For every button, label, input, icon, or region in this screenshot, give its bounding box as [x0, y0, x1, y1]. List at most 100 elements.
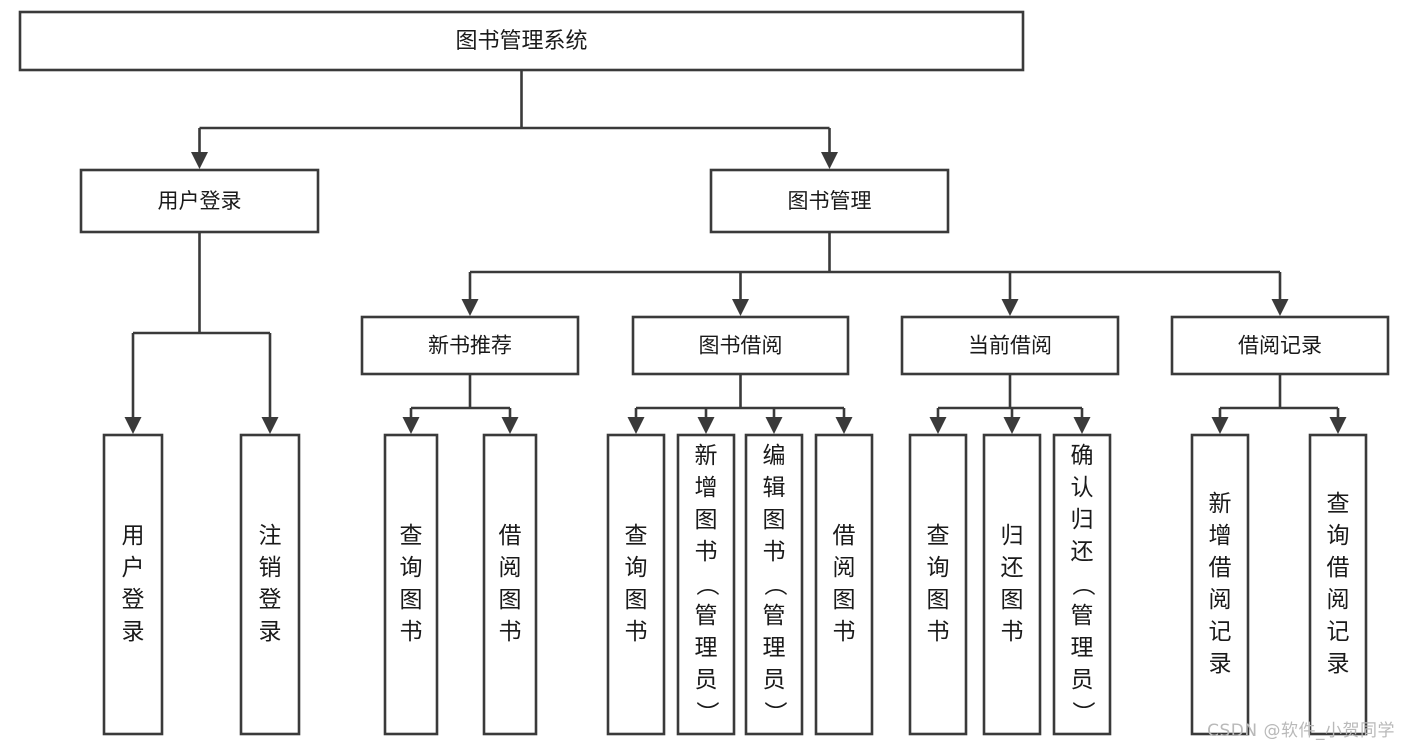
node-label-leaf-rec-borrow-book-char-3: 书 [499, 619, 522, 645]
edge-group-root [191, 70, 838, 169]
node-user-login[interactable]: 用户登录 [79, 168, 320, 234]
node-label-leaf-cur-confirm-return-char-5: 管 [1071, 603, 1094, 629]
node-box-leaf-user-logout[interactable] [239, 433, 301, 736]
node-label-leaf-cur-query-book-char-3: 书 [927, 619, 950, 645]
node-label-leaf-rec-query-record-char-5: 录 [1327, 651, 1350, 677]
node-label-leaf-user-login-char-3: 录 [122, 619, 145, 645]
node-label-leaf-cur-confirm-return-char-0: 确 [1071, 443, 1094, 469]
node-label-leaf-borrow-add-book-char-7: 员 [695, 667, 718, 693]
node-borrow-record[interactable]: 借阅记录 [1170, 315, 1390, 376]
node-label-leaf-borrow-edit-book-char-1: 辑 [763, 475, 786, 501]
node-book-manage[interactable]: 图书管理 [709, 168, 950, 234]
node-root[interactable]: 图书管理系统 [18, 10, 1025, 72]
node-label-leaf-rec-query-book-char-3: 书 [400, 619, 423, 645]
node-box-current-borrow[interactable] [900, 315, 1120, 376]
node-label-leaf-rec-add-record-char-3: 阅 [1209, 587, 1232, 613]
node-box-user-login[interactable] [79, 168, 320, 234]
arrow-to-leaf-borrow-borrow-book [835, 417, 853, 434]
node-label-new-book-recommend: 新书推荐 [428, 334, 512, 358]
arrow-to-leaf-user-login [124, 417, 142, 434]
node-label-leaf-cur-query-book-char-2: 图 [927, 587, 950, 613]
edge-group-current-borrow [929, 374, 1091, 434]
arrow-to-book-borrow [732, 299, 749, 316]
node-label-leaf-rec-add-record-char-4: 记 [1209, 619, 1232, 645]
arrow-to-leaf-borrow-edit-book [765, 417, 783, 434]
node-box-leaf-rec-query-book[interactable] [383, 433, 439, 736]
node-book-borrow[interactable]: 图书借阅 [631, 315, 850, 376]
node-box-leaf-cur-return-book[interactable] [982, 433, 1042, 736]
node-leaf-user-login[interactable]: 用户登录 [102, 433, 164, 736]
node-label-leaf-user-login-char-0: 用 [122, 523, 145, 549]
node-label-leaf-borrow-query-book-char-2: 图 [625, 587, 648, 613]
node-label-leaf-rec-add-record-char-2: 借 [1209, 555, 1232, 581]
node-label-leaf-borrow-query-book-char-0: 查 [625, 523, 648, 549]
edge-group-book-borrow [627, 374, 853, 434]
node-label-leaf-user-logout-char-0: 注 [259, 523, 282, 549]
node-label-leaf-borrow-edit-book-char-3: 书 [763, 539, 786, 565]
node-label-root: 图书管理系统 [455, 29, 587, 54]
node-label-leaf-cur-confirm-return-char-8: ） [1070, 701, 1096, 724]
arrow-to-new-book-recommend [461, 299, 479, 316]
node-label-leaf-borrow-borrow-book-char-3: 书 [833, 619, 856, 645]
node-label-leaf-cur-confirm-return-char-2: 归 [1071, 507, 1094, 533]
node-label-leaf-borrow-add-book-char-6: 理 [695, 635, 718, 661]
node-box-leaf-borrow-edit-book[interactable] [744, 433, 804, 736]
node-box-leaf-borrow-borrow-book[interactable] [814, 433, 874, 736]
node-label-leaf-borrow-edit-book-char-0: 编 [763, 443, 786, 469]
arrow-to-borrow-record [1271, 299, 1289, 316]
node-box-leaf-rec-add-record[interactable] [1190, 433, 1250, 736]
node-label-leaf-borrow-edit-book-char-2: 图 [763, 507, 786, 533]
node-label-leaf-borrow-add-book-char-8: ） [694, 701, 720, 724]
node-box-leaf-cur-confirm-return[interactable] [1052, 433, 1112, 736]
node-label-leaf-rec-query-record-char-1: 询 [1327, 523, 1350, 549]
node-box-leaf-borrow-query-book[interactable] [606, 433, 666, 736]
edges-layer [124, 70, 1347, 434]
node-label-leaf-borrow-add-book-char-2: 图 [695, 507, 718, 533]
arrow-to-current-borrow [1001, 299, 1019, 316]
node-label-leaf-cur-confirm-return-char-4: （ [1070, 573, 1096, 596]
node-label-current-borrow: 当前借阅 [968, 334, 1052, 358]
node-box-leaf-cur-query-book[interactable] [908, 433, 968, 736]
node-box-book-borrow[interactable] [631, 315, 850, 376]
node-new-book-recommend[interactable]: 新书推荐 [360, 315, 580, 376]
arrow-to-leaf-rec-query-book [402, 417, 420, 434]
node-label-leaf-user-login-char-2: 登 [122, 587, 145, 613]
node-box-borrow-record[interactable] [1170, 315, 1390, 376]
node-box-root[interactable] [18, 10, 1025, 72]
node-label-leaf-cur-query-book-char-0: 查 [927, 523, 950, 549]
node-box-leaf-user-login[interactable] [102, 433, 164, 736]
node-label-leaf-borrow-add-book-char-5: 管 [695, 603, 718, 629]
node-box-leaf-rec-borrow-book[interactable] [482, 433, 538, 736]
node-label-leaf-user-logout-char-3: 录 [259, 619, 282, 645]
node-label-leaf-rec-query-record-char-3: 阅 [1327, 587, 1350, 613]
node-label-leaf-rec-query-book-char-0: 查 [400, 523, 423, 549]
edge-group-book-manage [461, 232, 1289, 316]
node-label-leaf-cur-confirm-return-char-6: 理 [1071, 635, 1094, 661]
edge-group-new-book-recommend [402, 374, 519, 434]
node-box-leaf-rec-query-record[interactable] [1308, 433, 1368, 736]
node-box-leaf-borrow-add-book[interactable] [676, 433, 736, 736]
node-label-leaf-borrow-borrow-book-char-2: 图 [833, 587, 856, 613]
node-label-leaf-borrow-query-book-char-1: 询 [625, 555, 648, 581]
node-label-leaf-borrow-edit-book-char-8: ） [762, 701, 788, 724]
node-current-borrow[interactable]: 当前借阅 [900, 315, 1120, 376]
node-box-book-manage[interactable] [709, 168, 950, 234]
node-box-new-book-recommend[interactable] [360, 315, 580, 376]
node-label-leaf-borrow-query-book-char-3: 书 [625, 619, 648, 645]
arrow-to-leaf-cur-confirm-return [1073, 417, 1091, 434]
node-label-leaf-rec-query-book-char-2: 图 [400, 587, 423, 613]
